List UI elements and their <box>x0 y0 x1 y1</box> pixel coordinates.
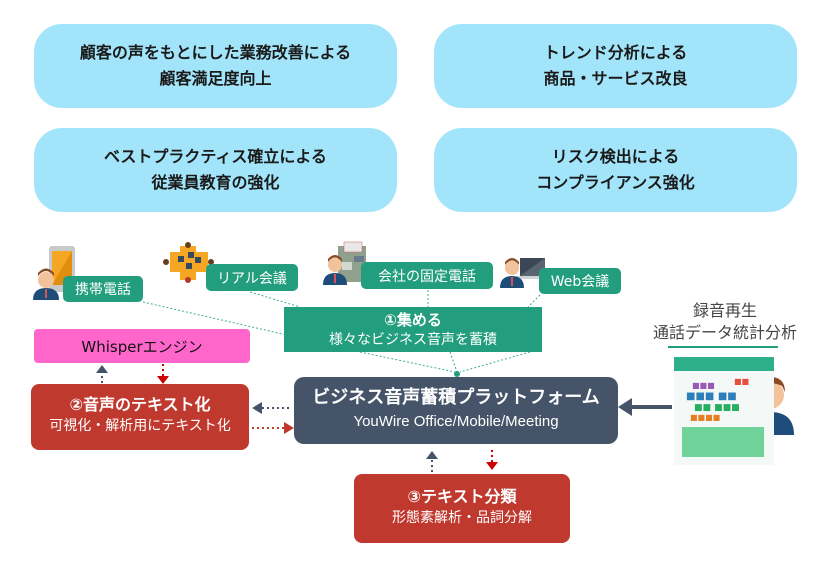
desk-phone-user-icon <box>323 241 366 285</box>
thumbnail-header-bar <box>674 357 774 371</box>
goal-line1: 顧客の声をもとにした業務改善による <box>79 43 352 62</box>
step3-subtitle: 形態素解析・品詞分解 <box>392 510 532 526</box>
step2-title: ②音声のテキスト化 <box>69 395 211 414</box>
step1-subtitle: 様々なビジネス音声を蓄積 <box>329 332 497 348</box>
goal-trend-analysis: トレンド分析による 商品・サービス改良 <box>434 24 797 108</box>
bar-chart-graphic <box>682 427 764 457</box>
arrow-step2-to-platform <box>252 422 294 434</box>
source-label: Web会議 <box>550 274 610 290</box>
arrow-platform-to-step2 <box>252 402 292 414</box>
goal-line2: 従業員教育の強化 <box>151 173 280 192</box>
step2-transcription-box: ②音声のテキスト化 可視化・解析用にテキスト化 <box>31 384 249 450</box>
platform-subtitle: YouWire Office/Mobile/Meeting <box>353 413 559 430</box>
goal-customer-satisfaction: 顧客の声をもとにした業務改善による 顧客満足度向上 <box>34 24 397 108</box>
goal-risk-detection: リスク検出による コンプライアンス強化 <box>434 128 797 212</box>
meeting-table-icon <box>163 242 214 283</box>
recording-analysis-label: 録音再生 通話データ統計分析 <box>640 300 810 344</box>
whisper-engine-box: Whisperエンジン <box>34 329 250 363</box>
analytics-screenshot-thumbnail: ■■■ ■■■ ■■ ■■ ■■■ ■■■■ ■■ <box>674 357 774 465</box>
arrow-whisper-to-step2 <box>157 364 169 384</box>
laptop-user-icon <box>500 258 548 288</box>
source-office-phone: 会社の固定電話 <box>361 262 493 289</box>
arrow-step3-to-platform <box>426 451 438 472</box>
connector-node <box>454 371 460 377</box>
step1-title: ①集める <box>384 311 442 329</box>
step1-collect-box: ①集める 様々なビジネス音声を蓄積 <box>284 307 542 352</box>
goal-line1: リスク検出による <box>551 147 680 166</box>
goal-line1: ベストプラクティス確立による <box>104 147 327 166</box>
recording-line2: 通話データ統計分析 <box>652 323 797 342</box>
connector-collect-b <box>449 351 458 373</box>
source-mobile-phone: 携帯電話 <box>63 276 143 302</box>
source-label: 携帯電話 <box>75 282 131 298</box>
step3-title: ③テキスト分類 <box>407 487 517 506</box>
source-web-meeting: Web会議 <box>539 268 621 294</box>
arrow-platform-to-step3 <box>486 450 498 470</box>
connector-web-meeting <box>527 294 541 308</box>
source-label: リアル会議 <box>217 270 287 287</box>
platform-box: ビジネス音声蓄積プラットフォーム YouWire Office/Mobile/M… <box>294 377 618 444</box>
connector-collect-c <box>459 351 531 373</box>
source-label: 会社の固定電話 <box>378 268 476 285</box>
goal-line2: コンプライアンス強化 <box>536 173 695 192</box>
connector-collect-a <box>359 351 456 373</box>
connector-real-meeting <box>249 291 301 308</box>
arrow-recording-to-platform <box>618 398 672 416</box>
goal-line2: 商品・サービス改良 <box>543 69 688 88</box>
recording-line1: 録音再生 <box>692 301 757 320</box>
connector-mobile <box>142 301 288 336</box>
step3-classification-box: ③テキスト分類 形態素解析・品詞分解 <box>354 474 570 543</box>
source-real-meeting: リアル会議 <box>206 264 298 291</box>
goal-best-practice: ベストプラクティス確立による 従業員教育の強化 <box>34 128 397 212</box>
goal-line1: トレンド分析による <box>543 43 688 62</box>
whisper-label: Whisperエンジン <box>81 337 203 356</box>
goal-line2: 顧客満足度向上 <box>159 69 272 88</box>
platform-title: ビジネス音声蓄積プラットフォーム <box>312 387 600 408</box>
arrow-step2-to-whisper <box>96 365 108 383</box>
step2-subtitle: 可視化・解析用にテキスト化 <box>49 418 231 434</box>
